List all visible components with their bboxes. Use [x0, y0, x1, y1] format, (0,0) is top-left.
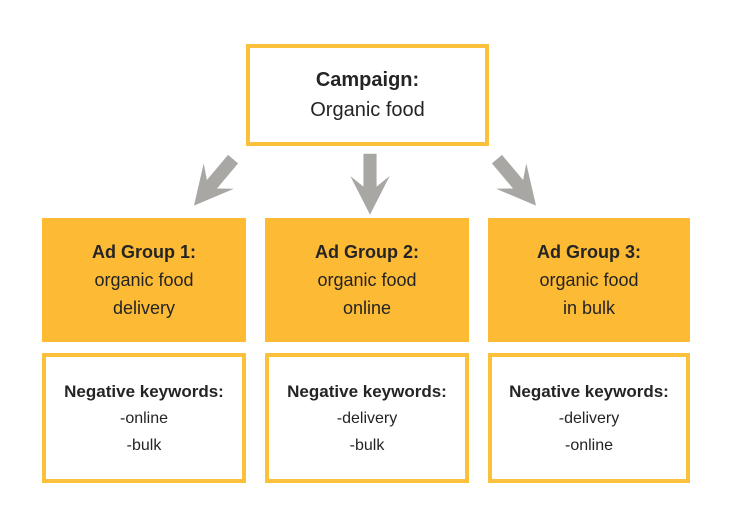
- negative-keywords-2-item-2: -bulk: [349, 436, 385, 454]
- negative-keywords-3-title: Negative keywords:: [509, 381, 669, 401]
- ad-group-3-box: Ad Group 3: organic food in bulk: [488, 218, 690, 342]
- ad-group-1-line-2: delivery: [112, 298, 176, 318]
- negative-keywords-2-title: Negative keywords:: [287, 381, 447, 401]
- negative-keywords-3-item-1: -delivery: [558, 409, 620, 427]
- campaign-title: Campaign:: [315, 69, 420, 91]
- negative-keywords-1-item-2: -bulk: [126, 436, 162, 454]
- negative-keywords-3-box: Negative keywords: -delivery -online: [488, 353, 690, 483]
- negative-keywords-3-item-2: -online: [564, 436, 614, 454]
- negative-keywords-1-box: Negative keywords: -online -bulk: [42, 353, 246, 483]
- ad-group-3-line-2: in bulk: [562, 298, 616, 318]
- ad-group-3-title: Ad Group 3:: [537, 242, 641, 262]
- ad-group-2-line-2: online: [342, 298, 392, 318]
- arrow-down-left-icon: [171, 139, 255, 227]
- negative-keywords-2-box: Negative keywords: -delivery -bulk: [265, 353, 469, 483]
- negative-keywords-1-title: Negative keywords:: [64, 381, 224, 401]
- ad-group-2-box: Ad Group 2: organic food online: [265, 218, 469, 342]
- ad-group-1-line-1: organic food: [94, 270, 194, 290]
- campaign-subtitle: Organic food: [310, 99, 425, 121]
- ad-group-1-box: Ad Group 1: organic food delivery: [42, 218, 246, 342]
- arrow-down-right-icon: [475, 139, 559, 227]
- ad-group-3-line-1: organic food: [539, 270, 639, 290]
- ad-group-2-title: Ad Group 2:: [315, 242, 419, 262]
- campaign-box: Campaign: Organic food: [246, 44, 489, 146]
- negative-keywords-2-item-1: -delivery: [336, 409, 398, 427]
- ad-group-1-title: Ad Group 1:: [92, 242, 196, 262]
- ad-group-2-line-1: organic food: [317, 270, 417, 290]
- negative-keywords-1-item-1: -online: [119, 409, 169, 427]
- arrow-down-icon: [347, 147, 393, 223]
